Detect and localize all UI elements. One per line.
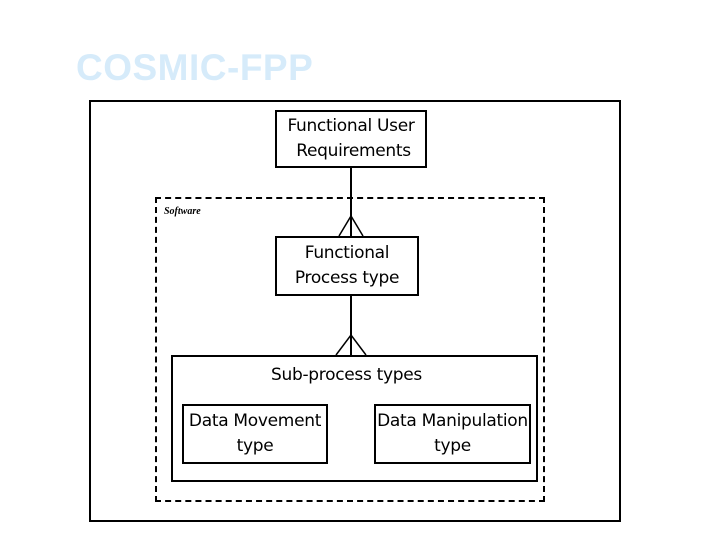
data-movement-type-box: Data Movement type bbox=[182, 404, 328, 464]
functional-process-type-label: Functional Process type bbox=[294, 243, 400, 288]
crowfoot-process bbox=[338, 214, 364, 237]
functional-process-type-box: Functional Process type bbox=[275, 236, 419, 296]
data-manipulation-type-label: Data Manipulation type bbox=[377, 411, 528, 456]
slide-title: COSMIC-FPP bbox=[76, 47, 314, 88]
data-manipulation-type-box: Data Manipulation type bbox=[374, 404, 531, 464]
functional-user-requirements-box: Functional User Requirements bbox=[275, 110, 427, 168]
sub-process-types-label: Sub-process types bbox=[271, 365, 422, 385]
functional-user-requirements-label: Functional User Requirements bbox=[287, 116, 415, 161]
data-movement-type-label: Data Movement type bbox=[188, 411, 322, 456]
crowfoot-subprocess bbox=[335, 333, 367, 356]
diagram-frame bbox=[89, 100, 621, 522]
software-boundary-label: Software bbox=[164, 206, 201, 217]
